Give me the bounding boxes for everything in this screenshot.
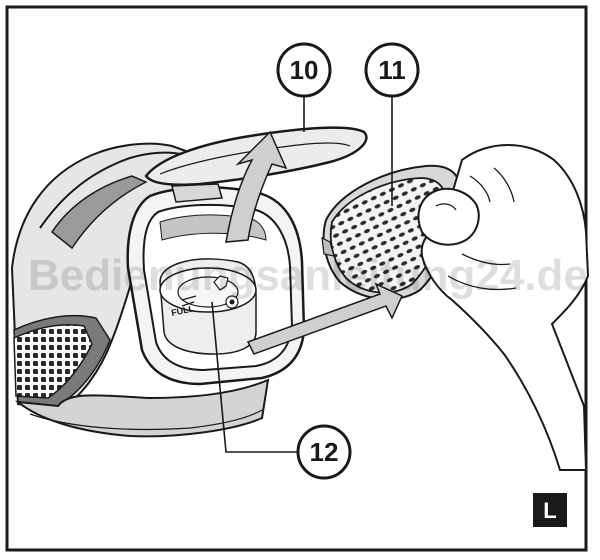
vacuum-base	[14, 378, 270, 438]
vent-grille	[13, 323, 93, 399]
hand	[417, 144, 590, 471]
vacuum-side-window	[50, 175, 148, 250]
vacuum-base-line	[29, 409, 263, 431]
watermark: Bedienungsanleitung24.de	[28, 251, 588, 300]
callout-12-leader	[211, 301, 300, 453]
lid-hinge	[171, 183, 223, 203]
callout-10: 10	[276, 42, 332, 98]
callout-12: 12	[296, 424, 352, 480]
open-lid-arrow-icon	[225, 130, 288, 243]
dust-container: FULL	[142, 203, 294, 372]
callout-12-circle	[296, 424, 352, 480]
hand-thumb	[417, 187, 480, 246]
page-marker: L	[533, 493, 567, 527]
callout-11: 11	[364, 42, 420, 98]
hand-knuckle-lines	[435, 167, 515, 211]
callout-12-label: 12	[310, 437, 339, 467]
full-indicator-label: FULL	[170, 303, 195, 318]
level-mark-icon	[181, 295, 197, 307]
hand-finger-lines	[447, 253, 517, 291]
filter-tab	[321, 236, 335, 257]
lever-icon	[213, 275, 229, 291]
callout-10-label: 10	[290, 55, 319, 85]
vacuum-top-edge	[39, 151, 186, 229]
callout-10-circle	[276, 42, 332, 98]
callout-11-label: 11	[378, 55, 406, 85]
page-marker-letter: L	[543, 498, 556, 523]
remove-filter-arrow-icon	[246, 282, 403, 355]
callout-11-circle	[364, 42, 420, 98]
lock-dial-center	[229, 299, 235, 305]
page-marker-box	[533, 493, 567, 527]
